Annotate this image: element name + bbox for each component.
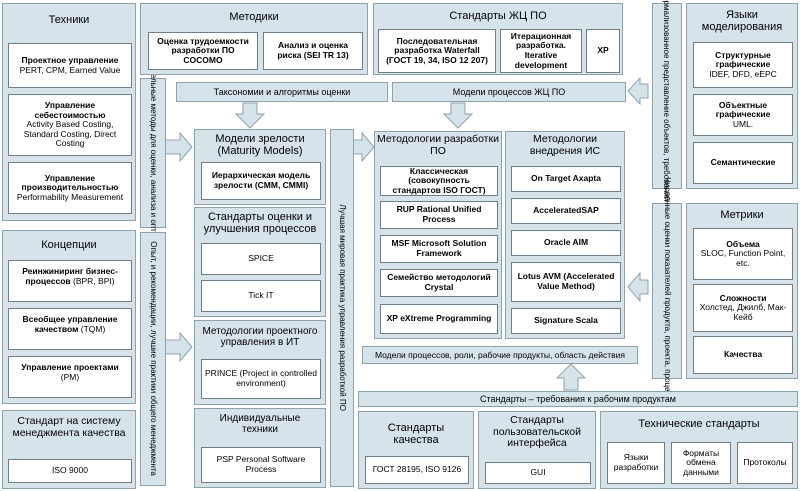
tech-formats: Форматы обмена данными <box>671 442 731 484</box>
maturity-models-panel: Модели зрелости (Maturity Models) Иерарх… <box>194 129 326 205</box>
process-models-band: Модели процессов, роли, рабочие продукты… <box>362 346 638 364</box>
assessment-tickit: Tick IT <box>201 280 321 312</box>
impl-aim: Oracle AIM <box>511 230 621 256</box>
techniques-title: Техники <box>48 14 90 26</box>
impl-lotus: Lotus AVM (Accelerated Value Method) <box>511 262 621 302</box>
dev-methodologies-panel: Методологии разработки ПО Классическая (… <box>374 131 502 339</box>
taxonomies-band: Таксономии и алгоритмы оценки <box>176 82 388 102</box>
arrow-to-dev <box>351 131 375 163</box>
quality-gost: ГОСТ 28195, ISO 9126 <box>365 456 469 484</box>
tech-standards-panel: Технические стандарты Языки разработки Ф… <box>600 411 798 489</box>
tech-languages: Языки разработки <box>607 442 665 484</box>
individual-title: Индивидуальные техники <box>219 413 301 435</box>
best-practice-band: Лучшая мировая практика управления разра… <box>330 129 354 487</box>
pm-methodologies-panel: Методологии проектного управления в ИТ P… <box>194 320 326 405</box>
dev-xp: XP eXtreme Programming <box>380 304 498 334</box>
assessment-title: Стандарты оценки и улучшения процессов <box>203 211 317 236</box>
metric-quality: Качества <box>693 336 793 374</box>
qms-iso9000: ISO 9000 <box>8 459 132 483</box>
dev-crystal: Семейство методологий Crystal <box>380 269 498 297</box>
dev-title: Методологии разработки ПО <box>377 133 499 157</box>
quality-standards-panel: Стандарты качества ГОСТ 28195, ISO 9126 <box>358 411 474 489</box>
requirements-band: Стандарты – требования к рабочим продукт… <box>358 391 798 407</box>
individual-psp: PSP Personal Software Process <box>201 447 321 483</box>
metrics-title: Метрики <box>720 209 764 221</box>
concept-bpr: Реинжиниринг бизнес-процессов (BPR, BPI) <box>8 260 132 302</box>
ui-title: Стандарты пользовательской интерфейса <box>493 414 581 450</box>
dev-rup: RUP Rational Unified Process <box>380 201 498 229</box>
method-risk: Анализ и оценка риска (SEI TR 13) <box>263 32 363 70</box>
formalized-band: Формализованное представление объектов, … <box>652 0 682 202</box>
dev-msf: MSF Microsoft Solution Framework <box>380 235 498 263</box>
arrow-lifecycle-down <box>442 102 474 129</box>
methods-title: Методики <box>229 11 279 23</box>
lifecycle-waterfall: Последовательная разработка Waterfall (Г… <box>378 29 496 73</box>
method-cocomo: Оценка трудоемкости разработки ПО COCOMO <box>148 32 258 70</box>
language-semantic: Семантические <box>693 142 793 184</box>
tech-protocols: Протоколы <box>737 442 793 484</box>
concepts-title: Концепции <box>41 239 97 251</box>
impl-title: Методологии внедрения ИС <box>529 133 601 157</box>
languages-title: Языки моделирования <box>701 9 783 34</box>
dev-classic: Классическая (совокупность стандартов IS… <box>380 166 498 196</box>
arrow-formalized-left <box>627 76 649 106</box>
maturity-cmm: Иерархическая модель зрелости (CMM, CMMI… <box>201 162 321 200</box>
arrow-numerical-left <box>627 271 649 303</box>
impl-asap: AcceleratedSAP <box>511 198 621 224</box>
lifecycle-iterative: Итерационная разработка. Iterative devel… <box>500 29 582 73</box>
arrow-requirements-up <box>555 363 587 391</box>
ui-gui: GUI <box>485 462 591 484</box>
lifecycle-standards-panel: Стандарты ЖЦ ПО Последовательная разрабо… <box>373 3 623 75</box>
pm-prince: PRINCE (Project in controlled environmen… <box>201 359 321 399</box>
quality-title: Стандарты качества <box>387 422 445 447</box>
impl-axapta: On Target Axapta <box>511 166 621 192</box>
impl-scala: Signature Scala <box>511 308 621 334</box>
qms-standard-panel: Стандарт на систему менеджмента качества… <box>2 410 136 489</box>
numerical-band: Численные оценки показателей продукта, п… <box>652 178 682 404</box>
maturity-title: Модели зрелости (Maturity Models) <box>215 133 305 158</box>
individual-techniques-panel: Индивидуальные техники PSP Personal Soft… <box>194 408 326 488</box>
arrow-to-pm <box>163 331 193 363</box>
impl-methodologies-panel: Методологии внедрения ИС On Target Axapt… <box>505 131 625 339</box>
pm-title: Методологии проектного управления в ИТ <box>202 326 318 348</box>
concepts-panel: Концепции Реинжиниринг бизнес-процессов … <box>2 230 136 404</box>
arrow-taxonomies-down <box>234 102 266 129</box>
languages-panel: Языки моделирования Структурные графичес… <box>686 3 798 189</box>
lifecycle-title: Стандарты ЖЦ ПО <box>449 10 547 22</box>
lifecycle-xp: XP <box>586 29 620 73</box>
methods-panel: Методики Оценка трудоемкости разработки … <box>140 3 368 75</box>
concept-tqm: Всеобщее управление качеством (TQM) <box>8 308 132 350</box>
assessment-standards-panel: Стандарты оценки и улучшения процессов S… <box>194 207 326 317</box>
concept-pm: Управление проектами (PM) <box>8 356 132 398</box>
arrow-to-maturity <box>163 131 193 163</box>
tech-title: Технические стандарты <box>638 418 760 430</box>
computational-methods-band: Вычислительные методы для оценки, анализ… <box>140 38 166 268</box>
qms-title: Стандарт на систему менеджмента качества <box>12 415 126 439</box>
experience-band: Опыт, и рекомендации, лучшие практики об… <box>140 232 166 486</box>
assessment-spice: SPICE <box>201 243 321 275</box>
ui-standards-panel: Стандарты пользовательской интерфейса GU… <box>478 411 596 489</box>
lifecycle-models-band: Модели процессов ЖЦ ПО <box>392 82 626 102</box>
